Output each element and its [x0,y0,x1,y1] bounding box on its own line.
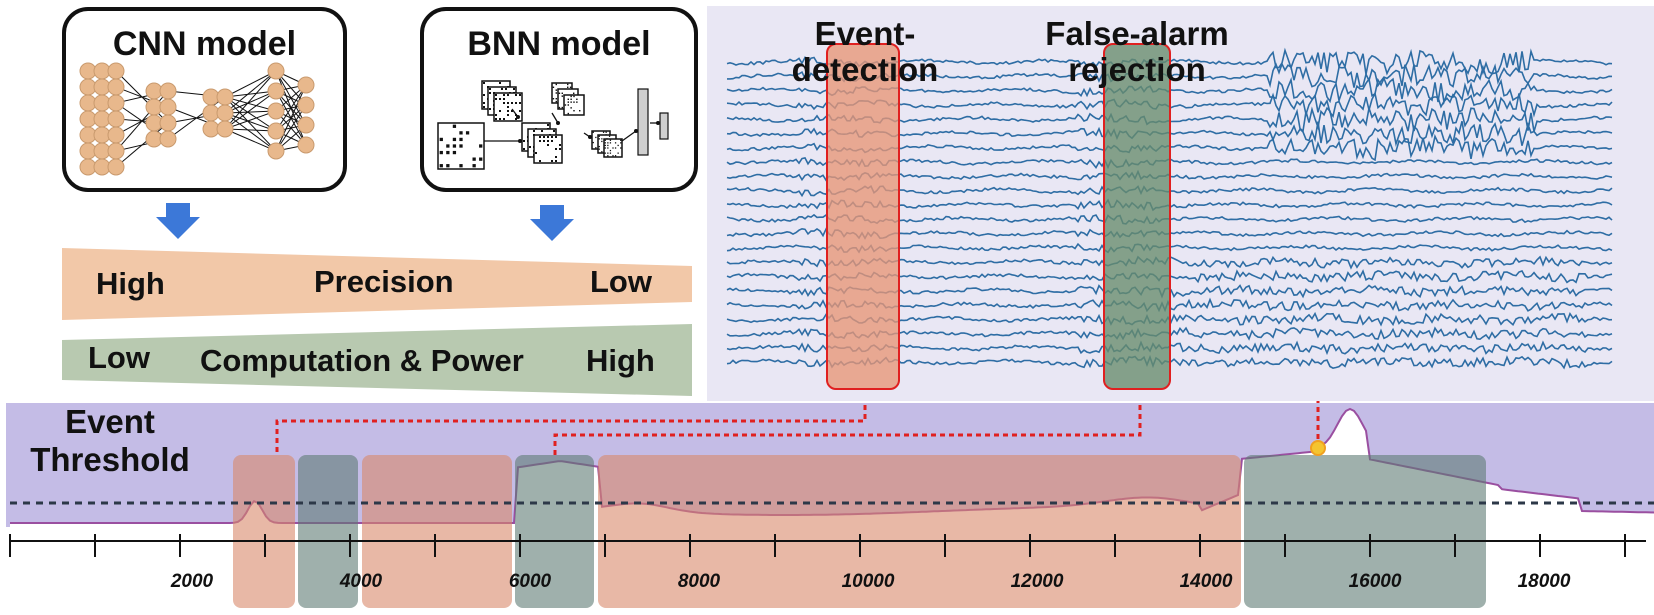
neuron-node [107,142,125,160]
neuron-node [107,62,125,80]
neuron-node [297,76,315,94]
timeline-chart: 2000 4000 6000 8000 10000 12000 14000 16000 1800… [6,401,1654,608]
tick-label: 16000 [1349,571,1402,592]
neuron-node [297,136,315,154]
computation-band [62,324,692,396]
neuron-node [267,62,285,80]
tick-label: 14000 [1180,571,1233,592]
computation-low-label: Low [88,340,150,375]
neuron-node [267,82,285,100]
precision-label: Precision [314,264,454,299]
peak-marker [1310,440,1326,456]
eeg-signal-panel: Event- detection False-alarm rejection [707,6,1654,401]
false-alarm-rejection-window [1103,43,1171,390]
neuron-node [159,114,177,132]
neuron-node [107,78,125,96]
window-boxes [233,455,1486,608]
feature-map [533,134,563,164]
dense-layer [637,88,649,156]
neuron-node [297,116,315,134]
cnn-window [233,455,295,608]
event-connector [275,401,867,456]
neuron-node [216,104,234,122]
neuron-node [107,158,125,176]
cnn-model-box: CNN model [62,7,347,192]
bnn-model-box: BNN model [420,7,698,192]
tick-label: 8000 [678,571,721,592]
tick-label: 6000 [509,571,552,592]
cnn-down-arrow-icon [156,203,200,239]
false-alarm-connector [553,401,1142,456]
detection-timeline: 2000 4000 6000 8000 10000 12000 14000 16000 1800… [0,401,1654,615]
precision-high-label: High [96,266,165,301]
tick-label: 4000 [339,571,383,592]
tick-label: 10000 [842,571,895,592]
computation-high-label: High [586,343,655,378]
bnn-window [1244,455,1486,608]
tick-label: 2000 [170,571,214,592]
connector-lines [275,401,1320,456]
x-axis-ticks: 2000 4000 6000 8000 10000 12000 14000 16000 1800… [9,534,1626,592]
neuron-node [107,94,125,112]
neuron-node [297,96,315,114]
bnn-model-title: BNN model [467,25,651,63]
feature-map [563,94,585,116]
cnn-window [598,455,1241,608]
event-detection-window [826,43,900,390]
neuron-node [216,120,234,138]
neuron-node [216,88,234,106]
cnn-model-title: CNN model [112,25,297,63]
neuron-node [107,110,125,128]
bnn-down-arrow-icon [530,205,574,241]
bnn-window [515,455,594,608]
event-detection-label: Event- detection [791,15,939,88]
neuron-node [267,122,285,140]
signal-curve-fill [10,409,1654,527]
neuron-node [107,126,125,144]
binary-network-icon [437,80,669,170]
false-alarm-rejection-label: False-alarm rejection [1045,15,1229,88]
neuron-node [267,102,285,120]
event-threshold-label: Event Threshold [30,403,190,478]
neural-network-icon [79,62,315,176]
neuron-node [159,82,177,100]
neuron-node [159,130,177,148]
tick-label: 12000 [1011,571,1064,592]
cnn-window [362,455,512,608]
precision-low-label: Low [590,264,652,299]
neuron-node [267,142,285,160]
tick-label: 18000 [1518,571,1571,592]
bnn-window [298,455,358,608]
precision-band [62,248,692,320]
output-layer [659,112,669,140]
neuron-node [159,98,177,116]
computation-power-label: Computation & Power [200,343,524,378]
